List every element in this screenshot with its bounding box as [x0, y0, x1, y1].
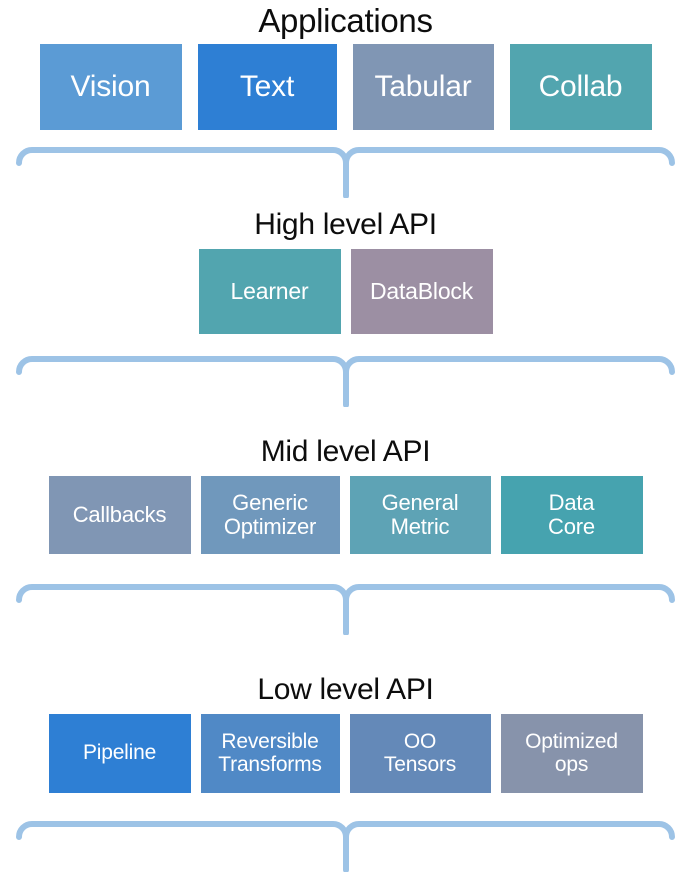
box-label: Data Core: [548, 490, 595, 539]
box-learner[interactable]: Learner: [198, 249, 341, 334]
box-label: Pipeline: [82, 741, 157, 765]
section-title-mid-level-api: Mid level API: [260, 435, 431, 468]
box-label: Vision: [70, 69, 151, 103]
box-row-applications: Vision Text Tabular Collab: [0, 44, 691, 130]
box-oo-tensors[interactable]: OO Tensors: [349, 714, 491, 793]
section-title-low-level-api: Low level API: [257, 673, 434, 706]
section-title-applications: Applications: [258, 2, 433, 39]
box-optimized-ops[interactable]: Optimized ops: [500, 714, 643, 793]
section-high-level-api: High level API Learner DataBlock: [0, 210, 691, 334]
box-row-high-level-api: Learner DataBlock: [0, 249, 691, 334]
box-datablock[interactable]: DataBlock: [350, 249, 493, 334]
brace-high-level: [0, 355, 691, 407]
box-generic-optimizer[interactable]: Generic Optimizer: [200, 476, 340, 554]
box-data-core[interactable]: Data Core: [500, 476, 643, 554]
box-text[interactable]: Text: [197, 44, 337, 130]
box-label: General Metric: [381, 490, 459, 539]
box-vision[interactable]: Vision: [39, 44, 182, 130]
section-low-level-api: Low level API Pipeline Reversible Transf…: [0, 675, 691, 793]
brace-mid-level: [0, 583, 691, 635]
box-label: DataBlock: [369, 278, 474, 305]
box-label: Optimized ops: [525, 729, 618, 776]
box-tabular[interactable]: Tabular: [352, 44, 494, 130]
box-label: Callbacks: [72, 502, 167, 528]
brace-low-level: [0, 820, 691, 872]
box-collab[interactable]: Collab: [509, 44, 652, 130]
box-label: Text: [239, 69, 295, 103]
box-label: Generic Optimizer: [223, 490, 317, 539]
box-pipeline[interactable]: Pipeline: [48, 714, 191, 793]
box-general-metric[interactable]: General Metric: [349, 476, 491, 554]
section-mid-level-api: Mid level API Callbacks Generic Optimize…: [0, 437, 691, 554]
brace-applications: [0, 146, 691, 198]
section-applications: Applications Vision Text Tabular Collab: [0, 4, 691, 130]
box-label: Tabular: [374, 69, 472, 103]
box-callbacks[interactable]: Callbacks: [48, 476, 191, 554]
box-label: Collab: [538, 69, 623, 103]
box-label: Learner: [230, 278, 309, 305]
box-reversible-transforms[interactable]: Reversible Transforms: [200, 714, 340, 793]
section-title-high-level-api: High level API: [254, 208, 437, 241]
box-label: OO Tensors: [383, 729, 457, 776]
box-row-low-level-api: Pipeline Reversible Transforms OO Tensor…: [0, 714, 691, 793]
box-label: Reversible Transforms: [218, 729, 322, 776]
box-row-mid-level-api: Callbacks Generic Optimizer General Metr…: [0, 476, 691, 554]
